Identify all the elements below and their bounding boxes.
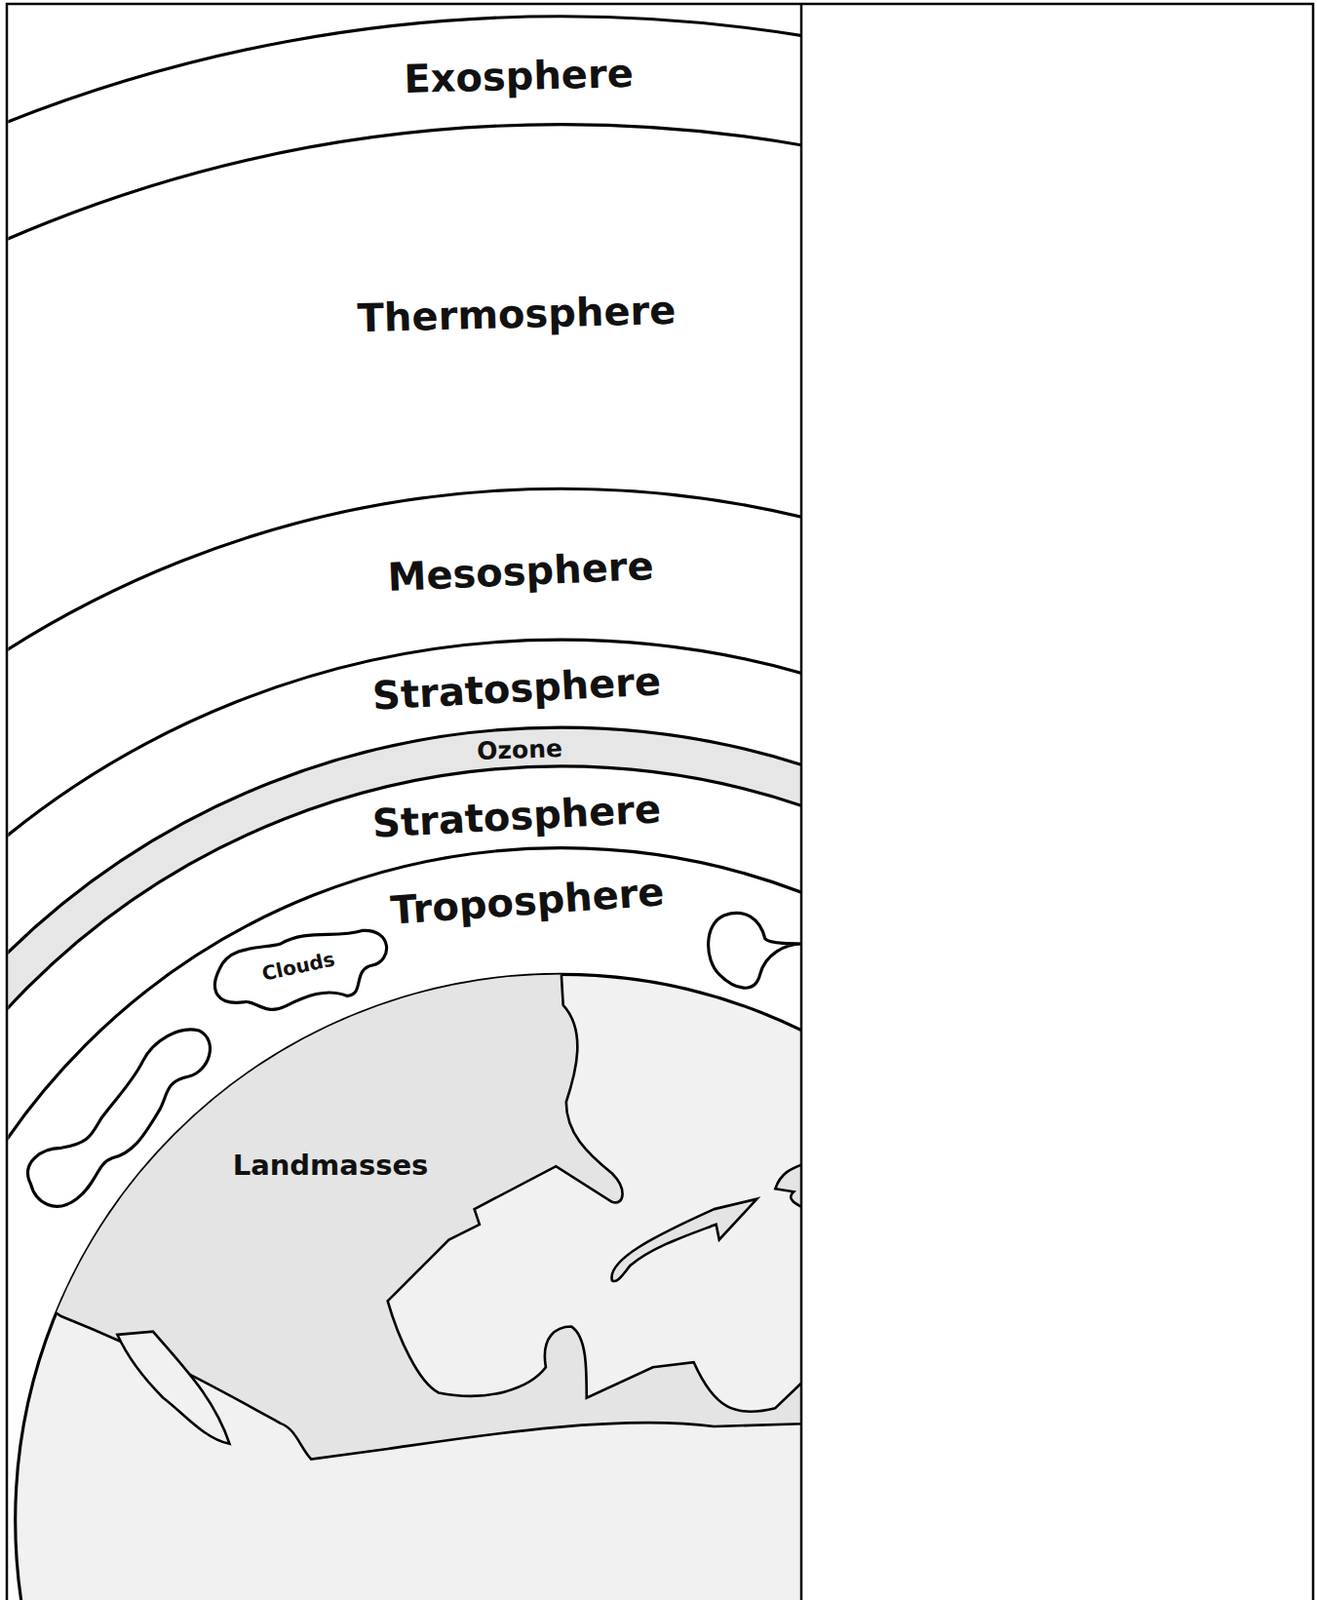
sea-inlet xyxy=(116,1331,230,1444)
troposphere-boundary xyxy=(7,848,802,1600)
stratosphere-boundary xyxy=(7,639,802,1600)
band-label: Ozone xyxy=(476,735,564,764)
island xyxy=(612,1199,758,1281)
stratosphere-boundary xyxy=(7,766,802,1600)
cloud xyxy=(214,929,387,1009)
layer-label: Exosphere xyxy=(403,53,634,99)
frame xyxy=(6,3,1314,1600)
landmass xyxy=(7,918,802,1460)
thermosphere-boundary xyxy=(7,124,802,1600)
layer-label: Mesosphere xyxy=(387,545,656,597)
ozone-band xyxy=(7,727,802,1600)
cloud xyxy=(28,1029,211,1206)
mesosphere-boundary xyxy=(7,488,802,1600)
exosphere-boundary xyxy=(7,16,802,1600)
cloud xyxy=(708,912,803,988)
panel-divider xyxy=(800,3,804,1600)
layer-label: Thermosphere xyxy=(356,290,677,339)
island xyxy=(774,1162,802,1209)
region-label: Landmasses xyxy=(232,1151,429,1180)
